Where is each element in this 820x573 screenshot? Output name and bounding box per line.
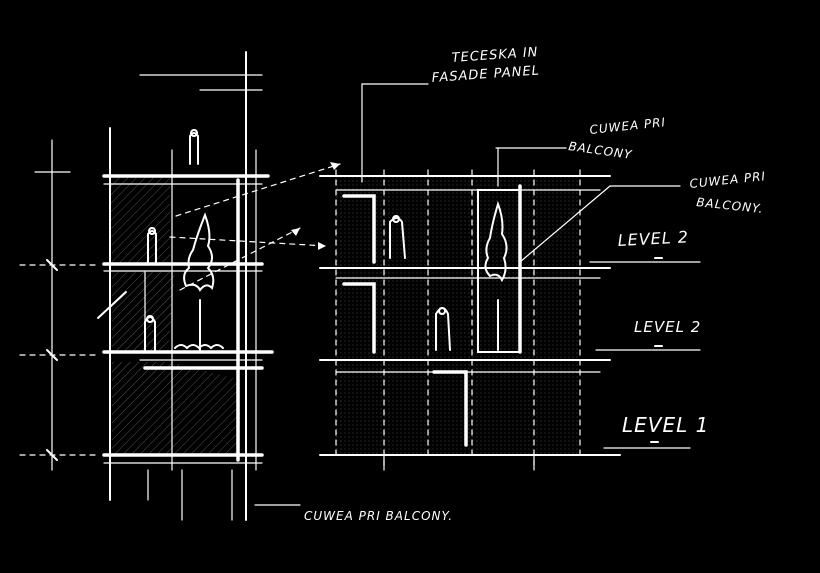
- hatched-wall-middle: [112, 272, 175, 352]
- person-figure: [147, 227, 157, 263]
- window-frame: [342, 194, 376, 264]
- callout-1-line-1: CUWEA PRI: [589, 115, 667, 137]
- tree-sketch: [183, 212, 215, 351]
- facade-note-line-1: TECESKA IN: [451, 45, 539, 66]
- bottom-note: CUWEA PRI BALCONY.: [304, 509, 453, 523]
- elevation-view: [254, 83, 701, 506]
- hatched-wall-lower: [112, 362, 240, 455]
- facade-panel-dotted: [336, 176, 580, 456]
- tree-sketch: [484, 200, 508, 351]
- arrow-head: [318, 242, 326, 250]
- person-figure: [389, 215, 406, 259]
- level-1-label: LEVEL 1: [622, 413, 709, 437]
- person-figure: [435, 307, 451, 351]
- person-figure: [144, 315, 156, 351]
- person-figure: [189, 129, 199, 165]
- arrow-head: [291, 228, 300, 236]
- section-view: [19, 51, 341, 521]
- facade-note-line-2: FASADE PANEL: [431, 63, 540, 86]
- callout-1-line-2: BALCONY: [568, 139, 634, 162]
- arrow-head: [330, 162, 340, 170]
- level-3-label: LEVEL 2: [617, 227, 689, 250]
- hatched-wall-upper: [110, 178, 170, 262]
- level-2-label: LEVEL 2: [634, 318, 701, 336]
- callout-2-line-1: CUWEA PRI: [689, 169, 767, 191]
- window-frame: [432, 370, 468, 447]
- window-frame: [342, 282, 376, 354]
- callout-2-line-2: BALCONY.: [696, 195, 765, 216]
